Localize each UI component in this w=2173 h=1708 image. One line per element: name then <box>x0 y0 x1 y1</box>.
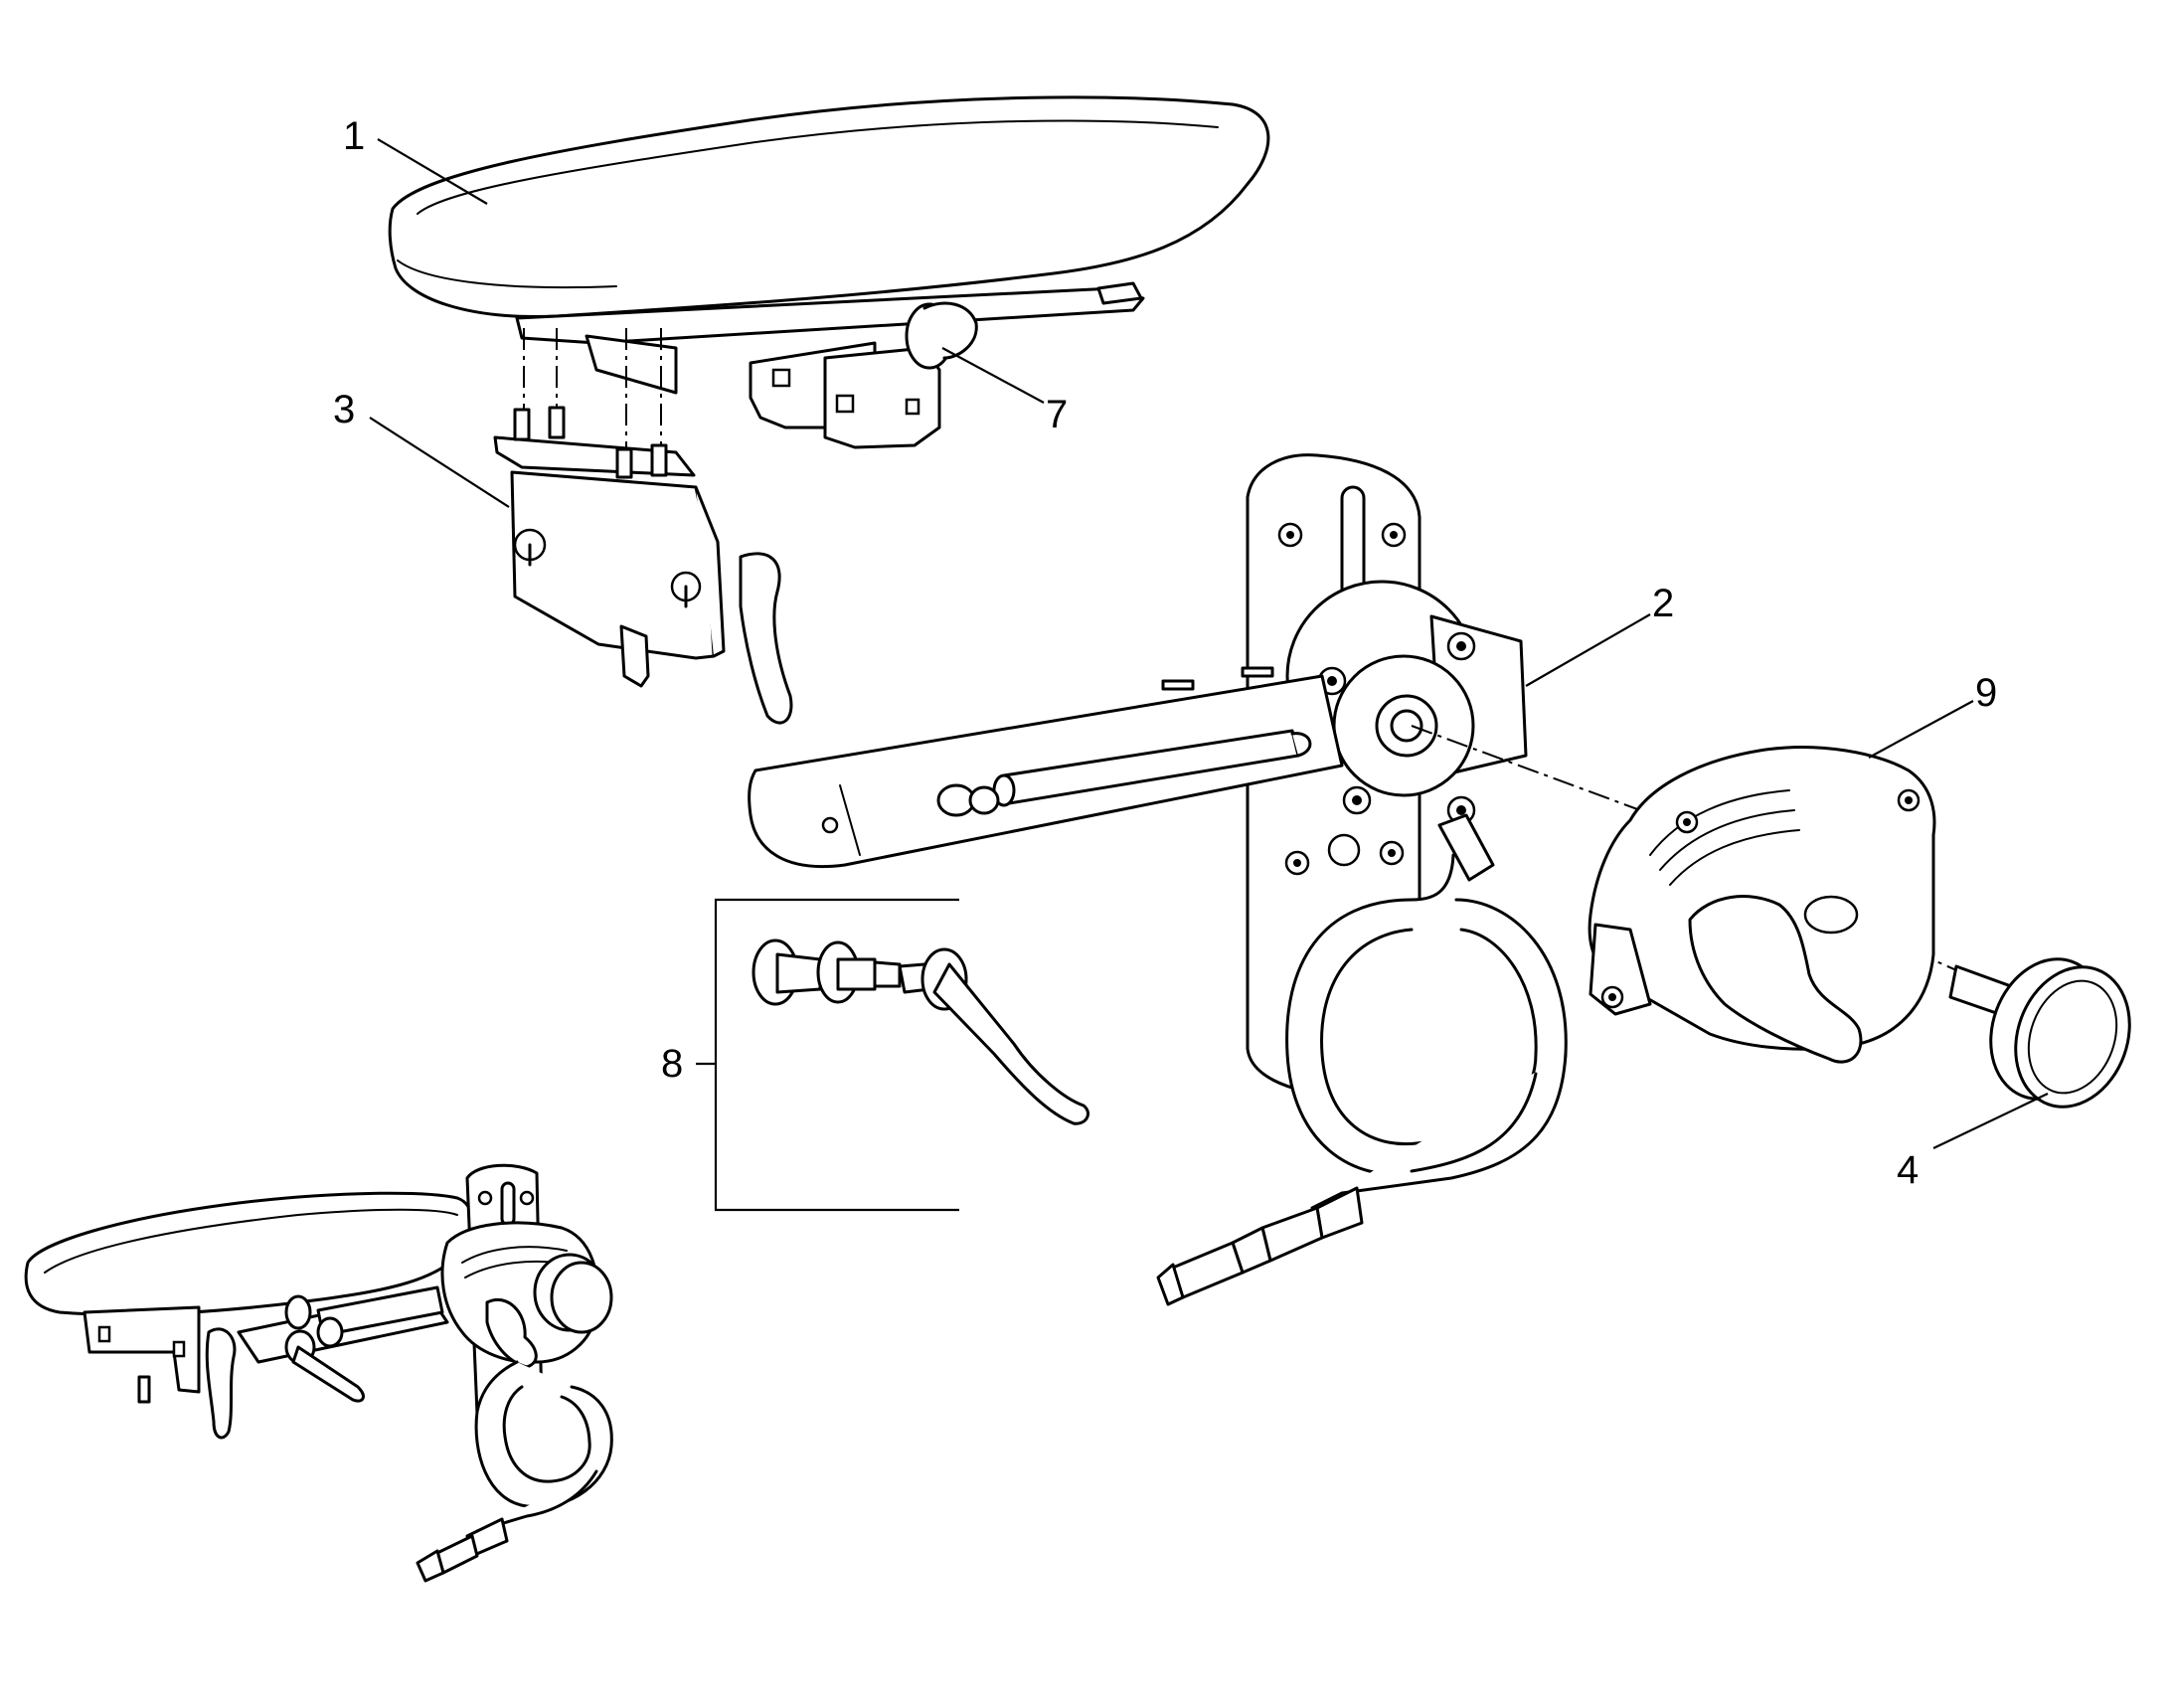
leader-lines <box>369 138 2049 1149</box>
callout-2: 2 <box>1652 582 1674 625</box>
alignment-lines-pad <box>523 328 662 452</box>
clamp-lever-set <box>714 898 1089 1212</box>
armrest-arm-assembly <box>748 453 1568 1306</box>
adjustment-plate <box>493 406 793 725</box>
hinge-cover <box>1588 746 1936 1064</box>
callout-7: 7 <box>1046 393 1068 436</box>
callout-8: 8 <box>661 1042 683 1086</box>
callout-3: 3 <box>333 388 355 431</box>
callout-1: 1 <box>343 114 365 158</box>
callout-9: 9 <box>1975 671 1997 715</box>
assembled-armrest-view <box>24 1163 613 1583</box>
mounting-bracket-with-knob <box>749 301 978 449</box>
callout-4: 4 <box>1897 1148 1919 1192</box>
callout-labels: 1 2 3 4 7 8 9 <box>333 114 1997 1192</box>
hand-knob <box>1948 957 2131 1109</box>
armrest-pad <box>388 95 1270 395</box>
